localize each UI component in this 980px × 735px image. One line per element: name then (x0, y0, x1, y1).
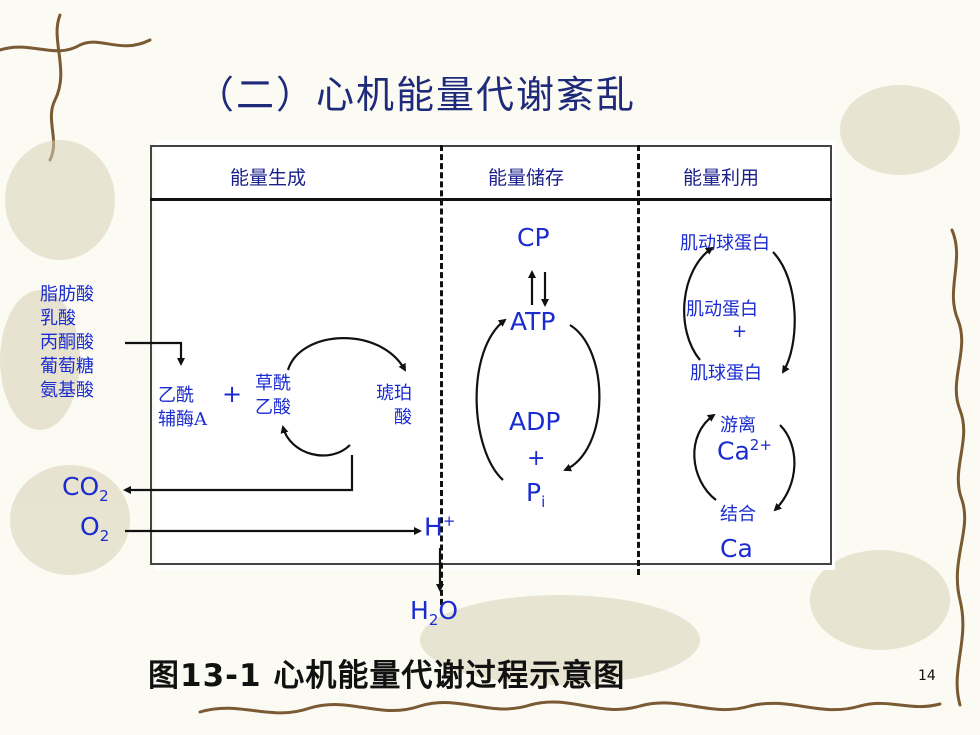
atp-label: ATP (510, 307, 556, 336)
substrate-list: 脂肪酸 乳酸 丙酮酸 葡萄糖 氨基酸 (40, 283, 94, 403)
h2o-label: H2O (410, 596, 459, 629)
co2-label: CO2 (62, 472, 109, 505)
substrate-pyruvate: 丙酮酸 (40, 332, 94, 353)
substrate-glucose: 葡萄糖 (40, 356, 94, 377)
acetyl-coa-label: 乙酰辅酶A (158, 385, 207, 430)
column-divider-1 (440, 145, 443, 605)
actomyosin-label: 肌动球蛋白 (680, 233, 770, 254)
pi-label: Pi (526, 478, 546, 511)
page-number: 14 (918, 668, 936, 684)
substrate-lactate: 乳酸 (40, 308, 76, 329)
oxaloacetate-label: 草酰乙酸 (255, 373, 291, 418)
adp-label: ADP (509, 407, 561, 436)
utilization-plus-sign: + (732, 321, 748, 342)
o2-label: O2 (80, 512, 110, 545)
plus-sign: + (222, 380, 243, 408)
substrate-fatty-acid: 脂肪酸 (40, 284, 94, 305)
header-divider (150, 198, 832, 201)
succinate-label: 琥珀酸 (376, 383, 412, 428)
free-label: 游离 (720, 415, 756, 436)
diagram-frame (150, 145, 832, 565)
cp-label: CP (517, 223, 550, 252)
slide-title: （二）心机能量代谢紊乱 (196, 73, 637, 117)
diagram-panel (155, 140, 835, 570)
hplus-label: H+ (424, 512, 456, 542)
bound-calcium-label: Ca (720, 534, 753, 563)
bound-label: 结合 (720, 504, 756, 525)
header-energy-production: 能量生成 (230, 167, 307, 189)
header-energy-storage: 能量储存 (488, 167, 565, 189)
substrate-amino-acid: 氨基酸 (40, 380, 94, 401)
free-calcium-label: Ca2+ (717, 436, 772, 466)
figure-caption: 图13-1 心机能量代谢过程示意图 (148, 658, 626, 694)
myosin-label: 肌球蛋白 (690, 363, 762, 384)
actin-label: 肌动蛋白 (686, 299, 758, 320)
header-energy-utilization: 能量利用 (683, 167, 760, 189)
storage-plus-sign: + (527, 446, 546, 471)
column-divider-2 (637, 145, 640, 575)
